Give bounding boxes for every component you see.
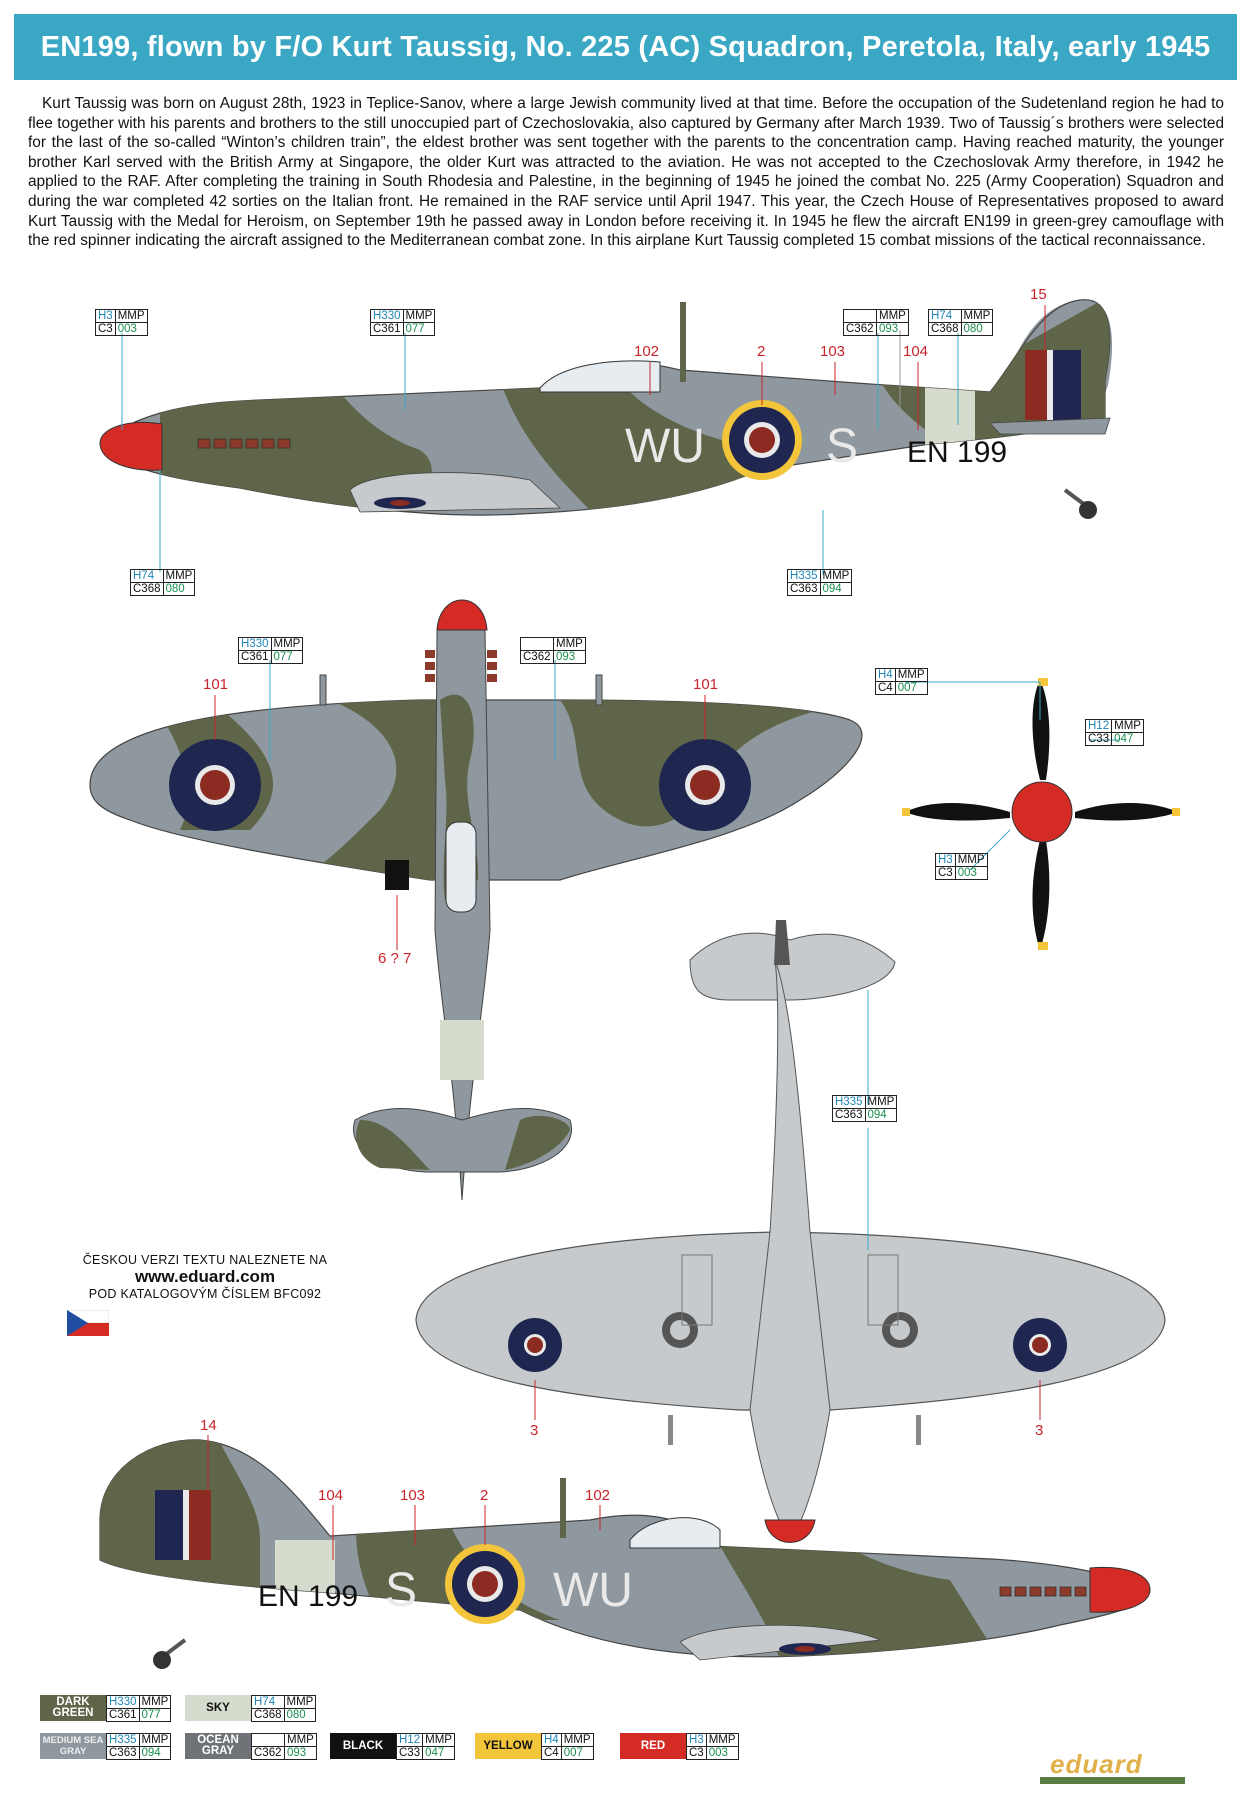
spinner-top bbox=[436, 599, 488, 631]
tail-wheel-left bbox=[153, 1638, 187, 1669]
legend-chip: RED bbox=[620, 1733, 686, 1759]
spinner bbox=[99, 421, 163, 471]
spinner-bottom bbox=[764, 1519, 816, 1543]
marking-102: 102 bbox=[634, 343, 660, 360]
code-letter-s-left: S bbox=[385, 1564, 417, 1617]
exhaust-stubs-top bbox=[425, 650, 497, 682]
biography-text: Kurt Taussig was born on August 28th, 19… bbox=[28, 95, 1224, 250]
underside-roundel-right bbox=[1013, 1318, 1067, 1372]
marking-101-left: 101 bbox=[203, 676, 229, 693]
propeller-front-view bbox=[902, 678, 1180, 950]
marking-103-left: 103 bbox=[400, 1487, 426, 1504]
code-letter-s: S bbox=[826, 420, 858, 473]
tail-wheel bbox=[1063, 488, 1097, 519]
czech-note-line1: ČESKOU VERZI TEXTU NALEZNETE NA bbox=[82, 1253, 328, 1267]
marking-14: 14 bbox=[200, 1417, 217, 1434]
code-letters-wu-left: WU bbox=[553, 1564, 633, 1617]
marking-2: 2 bbox=[757, 343, 766, 360]
marking-104-left: 104 bbox=[318, 1487, 344, 1504]
legend-chip: OCEAN GRAY bbox=[185, 1733, 251, 1759]
eduard-logo: eduard bbox=[1050, 1749, 1143, 1779]
marking-3-left: 3 bbox=[530, 1422, 539, 1439]
upper-wing-planform bbox=[89, 599, 863, 1201]
marking-15: 15 bbox=[1030, 286, 1047, 303]
czech-note-line3: POD KATALOGOVÝM ČÍSLEM BFC092 bbox=[88, 1287, 322, 1301]
exhaust-stubs bbox=[197, 438, 291, 449]
czech-flag-icon bbox=[67, 1310, 109, 1336]
eduard-website-link[interactable]: www.eduard.com bbox=[134, 1267, 276, 1286]
wing-roundel-left bbox=[169, 739, 261, 831]
legend-chip: MEDIUM SEA GRAY bbox=[40, 1733, 106, 1759]
fin-flash bbox=[1025, 350, 1081, 420]
code-letters-wu: WU bbox=[625, 420, 705, 473]
marking-6-7: 6 ? 7 bbox=[378, 950, 412, 967]
serial-number-left: EN 199 bbox=[258, 1580, 358, 1613]
serial-number: EN 199 bbox=[907, 436, 1007, 469]
marking-101-right: 101 bbox=[693, 676, 719, 693]
fuselage-roundel bbox=[722, 400, 802, 480]
marking-104: 104 bbox=[903, 343, 929, 360]
logo-underline bbox=[1040, 1777, 1185, 1784]
wing-roundel-right bbox=[659, 739, 751, 831]
antenna-mast bbox=[680, 302, 686, 382]
page-title: EN199, flown by F/O Kurt Taussig, No. 22… bbox=[14, 14, 1237, 80]
marking-2-left: 2 bbox=[480, 1487, 489, 1504]
underside-roundel-left bbox=[508, 1318, 562, 1372]
left-side-profile bbox=[99, 1439, 1151, 1669]
legend-chip: BLACK bbox=[330, 1733, 396, 1759]
underside-planform bbox=[415, 920, 1166, 1543]
marking-3-right: 3 bbox=[1035, 1422, 1044, 1439]
legend-chip: YELLOW bbox=[475, 1733, 541, 1759]
fin-flash-left bbox=[155, 1490, 211, 1560]
czech-version-note: ČESKOU VERZI TEXTU NALEZNETE NA www.edua… bbox=[60, 1253, 350, 1301]
legend-chip: SKY bbox=[185, 1695, 251, 1721]
fuselage-roundel-left bbox=[445, 1544, 525, 1624]
canopy bbox=[539, 360, 661, 393]
canopy-left bbox=[629, 1517, 721, 1549]
marking-103: 103 bbox=[820, 343, 846, 360]
marking-102-left: 102 bbox=[585, 1487, 611, 1504]
spinner-left bbox=[1089, 1566, 1151, 1613]
legend-chip: DARK GREEN bbox=[40, 1695, 106, 1721]
cockpit-top bbox=[445, 821, 477, 913]
tailplane bbox=[989, 417, 1111, 435]
